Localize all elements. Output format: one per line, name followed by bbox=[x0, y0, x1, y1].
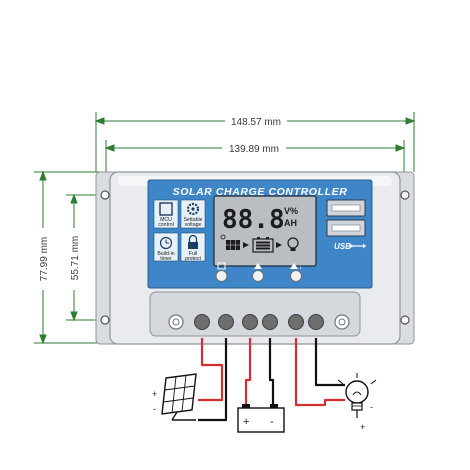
load-negative-wire bbox=[314, 338, 345, 387]
solar-positive-wire bbox=[198, 338, 224, 402]
svg-text:Settable: Settable bbox=[183, 217, 202, 223]
terminal-screw-5 bbox=[288, 314, 304, 330]
terminal-screw-2 bbox=[218, 314, 234, 330]
lcd-display: 88.8 V% AH bbox=[213, 195, 317, 267]
feature-timer: Build-in timer bbox=[153, 232, 179, 262]
down-small-mark: ↓ bbox=[299, 265, 302, 271]
battery-icon bbox=[237, 404, 285, 433]
battery-negative-wire bbox=[268, 338, 275, 405]
up-triangle-icon bbox=[254, 263, 262, 269]
wires bbox=[198, 338, 345, 422]
front-panel: SOLAR CHARGE CONTROLLER MCU control Sett… bbox=[147, 179, 373, 289]
feature-settable: Settable voltage bbox=[180, 199, 206, 229]
usb-ports: USB bbox=[326, 199, 366, 251]
terminal-screw-1 bbox=[194, 314, 210, 330]
terminal-screw-3 bbox=[242, 314, 258, 330]
terminal-screw-right-end bbox=[334, 314, 350, 330]
hole-height-label: 55.71 mm bbox=[70, 236, 81, 280]
lcd-digits: 88.8 bbox=[222, 205, 285, 235]
total-height-label: 77.99 mm bbox=[39, 237, 50, 281]
mount-hole-top-left bbox=[100, 190, 110, 200]
clock-icon bbox=[159, 236, 173, 250]
menu-button[interactable] bbox=[215, 262, 228, 282]
mount-hole-bottom-left bbox=[100, 315, 110, 325]
arrow-right-icon-2 bbox=[276, 242, 282, 248]
solar-minus-label: - bbox=[153, 404, 156, 414]
up-down-triangle-icon bbox=[290, 263, 298, 269]
terminal-screw-left-end bbox=[168, 314, 184, 330]
svg-text:control: control bbox=[158, 222, 174, 228]
load-plus-label: + bbox=[360, 422, 365, 432]
usb-icon bbox=[349, 243, 366, 249]
bulb-small-icon bbox=[287, 237, 299, 251]
mount-hole-bottom-right bbox=[400, 315, 410, 325]
down-button[interactable]: ↓ bbox=[290, 263, 302, 282]
solar-plus-label: + bbox=[152, 389, 157, 399]
panel-title: SOLAR CHARGE CONTROLLER bbox=[173, 186, 348, 198]
menu-button-icon bbox=[217, 262, 226, 270]
solar-panel-icon bbox=[161, 373, 197, 421]
svg-text:voltage: voltage bbox=[185, 222, 202, 228]
lock-icon bbox=[188, 234, 198, 249]
terminal-screw-6 bbox=[308, 314, 324, 330]
solar-panel-small-icon bbox=[220, 234, 240, 250]
battery-plus-label: + bbox=[243, 416, 249, 428]
inner-width-label: 139.89 mm bbox=[229, 144, 279, 155]
usb-label: USB bbox=[334, 242, 351, 251]
svg-text:protect: protect bbox=[185, 256, 201, 262]
svg-text:Build-in: Build-in bbox=[157, 251, 174, 257]
battery-positive-wire bbox=[244, 338, 252, 405]
svg-text:timer: timer bbox=[160, 256, 172, 262]
up-button[interactable] bbox=[252, 263, 264, 282]
lcd-unit-bottom: AH bbox=[284, 218, 297, 228]
load-positive-wire bbox=[294, 338, 345, 407]
arrow-right-icon bbox=[243, 242, 249, 248]
load-minus-label: - bbox=[370, 402, 373, 412]
light-bulb-icon bbox=[337, 373, 377, 418]
terminal-screw-4 bbox=[262, 314, 278, 330]
mount-hole-top-right bbox=[400, 190, 410, 200]
lcd-unit-top: V% bbox=[284, 206, 298, 216]
feature-protect: Full protect bbox=[180, 232, 206, 262]
svg-text:Full: Full bbox=[189, 251, 197, 257]
feature-mcu: MCU control bbox=[153, 199, 179, 229]
battery-minus-label: - bbox=[270, 416, 274, 428]
battery-small-icon bbox=[252, 237, 274, 253]
chip-icon bbox=[159, 202, 173, 216]
terminal-block bbox=[149, 291, 361, 337]
svg-text:MCU: MCU bbox=[160, 217, 172, 223]
gear-icon bbox=[186, 202, 200, 216]
outer-width-label: 148.57 mm bbox=[231, 117, 281, 128]
solar-negative-wire bbox=[198, 338, 228, 422]
